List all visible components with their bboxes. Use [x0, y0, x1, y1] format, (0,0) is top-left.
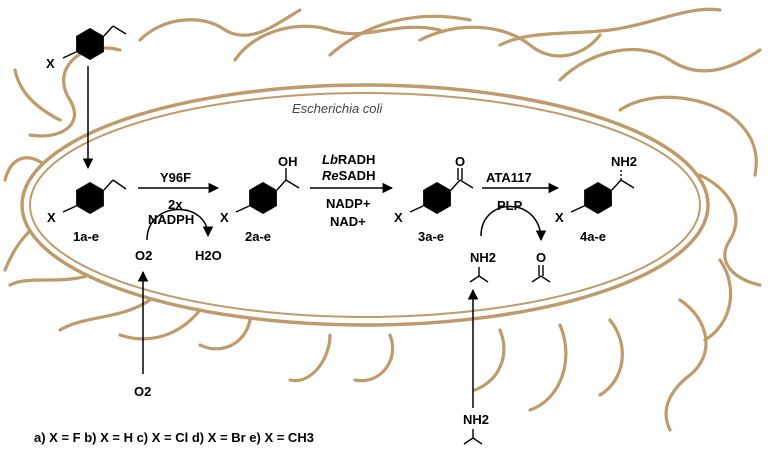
step1-o2-h2o-arc [146, 208, 214, 241]
organism-label: Escherichia coli [292, 101, 383, 116]
step3-amine-structure [469, 267, 489, 283]
compound-4-group: NH2 [611, 154, 637, 169]
compound-1-structure [62, 179, 127, 214]
step2-cofactor2: NAD+ [330, 214, 366, 229]
outside-amine-label: NH2 [463, 412, 489, 427]
step1-cofactor-line1: 2x [168, 197, 183, 212]
step3-cofactor: PLP [497, 198, 523, 213]
step1-h2o-out: H2O [195, 248, 222, 263]
compound-1-id: 1a-e [73, 229, 99, 244]
outside-o2: O2 [134, 384, 151, 399]
substrate-outside-x: X [46, 56, 55, 71]
step2-cofactor1: NADP+ [326, 196, 371, 211]
compound-4-x: X [555, 210, 564, 225]
step2-enzyme2: ReSADH [322, 168, 375, 183]
outside-amine-structure [463, 429, 483, 445]
cell-membrane-outer [20, 83, 710, 327]
step3-ketone-label: O [536, 250, 546, 265]
compound-2-x: X [220, 210, 229, 225]
compound-2-id: 2a-e [245, 229, 271, 244]
substrate-outside-structure [62, 25, 127, 60]
compound-2-structure [235, 168, 300, 214]
compound-1-x: X [47, 210, 56, 225]
compound-3-structure [409, 168, 474, 214]
cell-membrane-inner [29, 92, 701, 318]
step1-o2-in: O2 [135, 248, 152, 263]
step3-amine-ketone-arc [480, 205, 547, 242]
step3-enzyme: ATA117 [486, 170, 532, 185]
substituent-legend: a) X = F b) X = H c) X = Cl d) X = Br e)… [34, 430, 314, 445]
compound-2-group: OH [278, 154, 298, 169]
step2-enzyme1: LbRADH [322, 152, 375, 167]
compound-3-group: O [455, 154, 465, 169]
cell-flagella [3, 7, 762, 432]
step1-enzyme: Y96F [160, 170, 191, 185]
step3-amine-label: NH2 [470, 250, 496, 265]
compound-4-id: 4a-e [580, 229, 606, 244]
compound-3-id: 3a-e [418, 229, 444, 244]
step3-ketone-structure [531, 265, 551, 283]
compound-3-x: X [394, 210, 403, 225]
compound-4-structure [570, 168, 635, 214]
